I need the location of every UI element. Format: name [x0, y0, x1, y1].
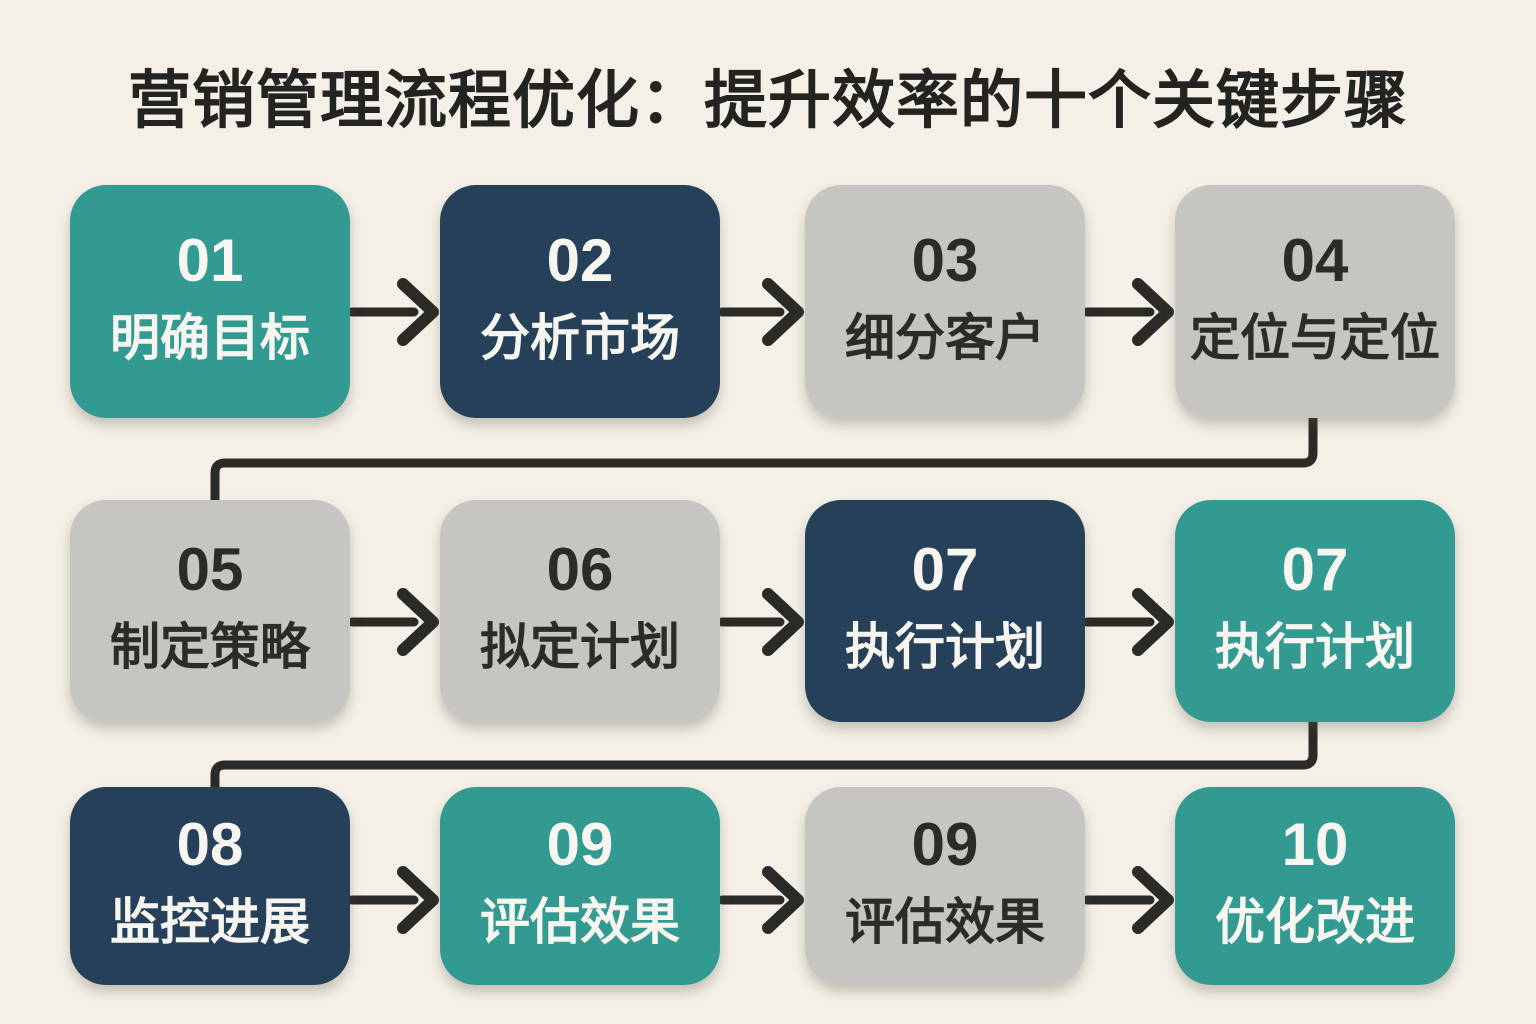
- step-card-9: 09 评估效果: [440, 787, 720, 985]
- step-number: 07: [1281, 536, 1349, 603]
- step-number: 04: [1281, 226, 1349, 294]
- step-label: 分析市场: [480, 309, 680, 366]
- arrow-right-icon: [1082, 278, 1174, 346]
- step-card-9b: 09 评估效果: [805, 787, 1085, 985]
- step-number: 03: [911, 226, 979, 294]
- step-number: 07: [911, 536, 979, 603]
- step-label: 监控进展: [110, 894, 310, 950]
- step-label: 评估效果: [480, 894, 680, 950]
- step-number: 10: [1281, 811, 1349, 878]
- step-card-1: 01 明确目标: [70, 185, 350, 418]
- step-label: 评估效果: [845, 894, 1045, 950]
- step-card-8: 08 监控进展: [70, 787, 350, 985]
- arrow-right-icon: [347, 278, 439, 346]
- step-label: 执行计划: [845, 619, 1045, 675]
- step-card-2: 02 分析市场: [440, 185, 720, 418]
- step-card-10: 10 优化改进: [1175, 787, 1455, 985]
- arrow-right-icon: [717, 866, 804, 934]
- step-label: 细分客户: [845, 309, 1045, 366]
- step-number: 08: [176, 811, 244, 878]
- step-label: 明确目标: [110, 309, 310, 366]
- step-card-4: 04 定位与定位: [1175, 185, 1455, 418]
- step-number: 09: [546, 811, 614, 878]
- step-card-5: 05 制定策略: [70, 500, 350, 722]
- step-label: 拟定计划: [480, 619, 680, 675]
- connector-line-row1-row2: [210, 411, 1318, 507]
- step-card-6: 06 拟定计划: [440, 500, 720, 722]
- step-number: 05: [176, 536, 244, 603]
- arrow-right-icon: [347, 866, 439, 934]
- step-number: 09: [911, 811, 979, 878]
- arrow-right-icon: [1082, 866, 1174, 934]
- step-card-3: 03 细分客户: [805, 185, 1085, 418]
- step-number: 06: [546, 536, 614, 603]
- arrow-right-icon: [717, 588, 804, 656]
- step-card-7: 07 执行计划: [805, 500, 1085, 722]
- page-title: 营销管理流程优化：提升效率的十个关键步骤: [128, 66, 1408, 136]
- arrow-right-icon: [347, 588, 439, 656]
- step-label: 执行计划: [1215, 619, 1415, 675]
- step-label: 定位与定位: [1190, 309, 1440, 366]
- step-card-7b: 07 执行计划: [1175, 500, 1455, 722]
- arrow-right-icon: [1082, 588, 1174, 656]
- step-number: 01: [176, 226, 244, 294]
- arrow-right-icon: [717, 278, 804, 346]
- step-label: 优化改进: [1215, 894, 1415, 950]
- step-label: 制定策略: [110, 619, 310, 675]
- step-number: 02: [546, 226, 614, 294]
- connector-line-row2-row3: [210, 715, 1318, 795]
